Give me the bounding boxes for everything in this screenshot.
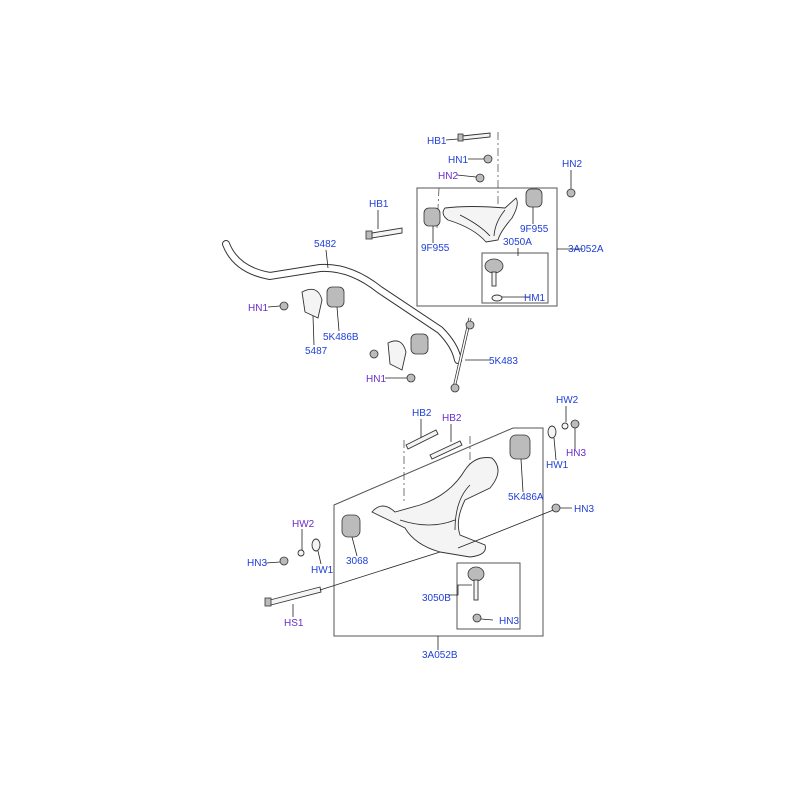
nut-hn1-mid[interactable] xyxy=(406,373,416,383)
label-hn3-right-top[interactable]: HN3 xyxy=(566,448,586,459)
bushing-5k486a[interactable] xyxy=(509,434,531,460)
label-hw2-right[interactable]: HW2 xyxy=(556,395,579,406)
label-3a052a[interactable]: 3A052A xyxy=(568,244,604,255)
label-hn3-right[interactable]: HN3 xyxy=(574,504,594,515)
label-hb2-a[interactable]: HB2 xyxy=(412,408,432,419)
washer-hw1-right[interactable] xyxy=(547,425,557,439)
label-hn3-left[interactable]: HN3 xyxy=(247,558,267,569)
ball-joint-a-box xyxy=(481,252,549,304)
stabilizer-link-5k483[interactable] xyxy=(450,317,475,393)
label-hn1-left[interactable]: HN1 xyxy=(248,303,268,314)
ball-joint-3050a[interactable] xyxy=(484,258,504,302)
stabilizer-bushing-5k486b[interactable] xyxy=(326,286,429,355)
label-hw1-left[interactable]: HW1 xyxy=(311,565,334,576)
washer-hw1-left[interactable] xyxy=(311,538,321,552)
nut-hn1-bar[interactable] xyxy=(369,349,379,359)
label-hn2-right[interactable]: HN2 xyxy=(562,159,582,170)
nut-hn1-left[interactable] xyxy=(279,301,289,311)
label-3a052b[interactable]: 3A052B xyxy=(422,650,458,661)
bolt-hb1-top[interactable] xyxy=(457,132,491,142)
label-5487[interactable]: 5487 xyxy=(305,346,328,357)
nut-hn1-top[interactable] xyxy=(483,154,493,164)
upper-control-arm[interactable] xyxy=(442,197,518,243)
label-hn1-mid[interactable]: HN1 xyxy=(366,374,386,385)
label-hb2-b[interactable]: HB2 xyxy=(442,413,462,424)
label-hw1-right[interactable]: HW1 xyxy=(546,460,569,471)
label-hb1-top[interactable]: HB1 xyxy=(427,136,447,147)
label-5k486b[interactable]: 5K486B xyxy=(323,332,359,343)
ball-joint-3050b[interactable] xyxy=(467,566,485,623)
label-3050b[interactable]: 3050B xyxy=(422,593,451,604)
nut-hn3-right[interactable] xyxy=(551,503,561,513)
label-hn2-top[interactable]: HN2 xyxy=(438,171,458,182)
upper-arm-kit-box xyxy=(416,187,558,307)
lower-control-arm[interactable] xyxy=(371,457,499,558)
bolt-hb2-b[interactable] xyxy=(429,440,463,460)
washer-hw2-right[interactable] xyxy=(561,422,569,430)
label-hn1-top[interactable]: HN1 xyxy=(448,155,468,166)
label-hb1-left[interactable]: HB1 xyxy=(369,199,389,210)
label-5k486a[interactable]: 5K486A xyxy=(508,492,544,503)
label-hm1[interactable]: HM1 xyxy=(524,293,546,304)
bushing-3068[interactable] xyxy=(341,514,361,538)
callout-labels: HB1 HN1 HN2 HN2 HB1 9F955 9F955 3050A 3A… xyxy=(247,136,604,661)
ball-joint-b-box xyxy=(456,562,521,630)
stabilizer-clamp-5487[interactable] xyxy=(301,288,407,371)
label-hs1[interactable]: HS1 xyxy=(284,618,304,629)
washer-hw2-left[interactable] xyxy=(297,549,305,557)
label-9f955-right[interactable]: 9F955 xyxy=(520,224,549,235)
label-5482[interactable]: 5482 xyxy=(314,239,337,250)
label-hn3-ball[interactable]: HN3 xyxy=(499,616,519,627)
label-3050a[interactable]: 3050A xyxy=(503,237,532,248)
bolt-hb1-left[interactable] xyxy=(365,227,403,240)
nut-hn2-right[interactable] xyxy=(566,188,576,198)
bushing-9f955-left[interactable] xyxy=(423,207,441,227)
bolt-hs1[interactable] xyxy=(264,586,322,607)
nut-hn2-top[interactable] xyxy=(475,173,485,183)
label-5k483[interactable]: 5K483 xyxy=(489,356,518,367)
nut-hn3-left[interactable] xyxy=(279,556,289,566)
nut-hn3-right-top[interactable] xyxy=(570,419,580,429)
label-hw2-left[interactable]: HW2 xyxy=(292,519,315,530)
label-9f955-left[interactable]: 9F955 xyxy=(421,243,450,254)
lower-arm-kit-box xyxy=(333,427,544,637)
label-3068[interactable]: 3068 xyxy=(346,556,369,567)
bushing-9f955-right[interactable] xyxy=(525,188,543,208)
bolt-hb2-a[interactable] xyxy=(405,429,439,450)
